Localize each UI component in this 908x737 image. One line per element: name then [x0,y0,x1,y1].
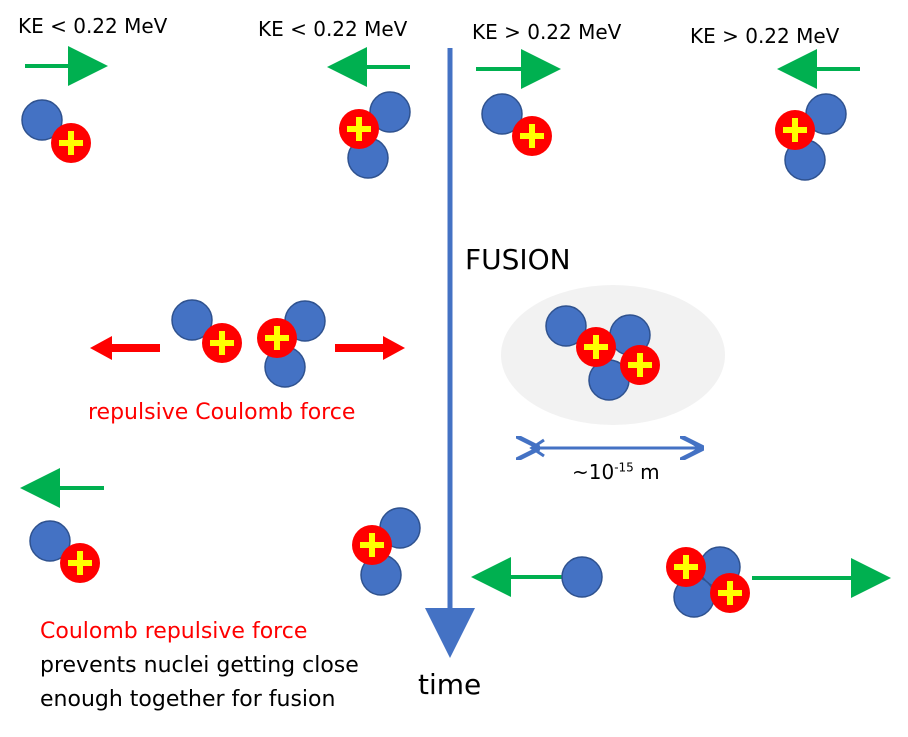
proton-icon [710,573,750,613]
ke-label: KE < 0.22 MeV [18,14,168,38]
neutron-icon [171,299,213,341]
helium-nucleus [666,546,750,618]
proton-icon [775,110,815,150]
triton-nucleus [352,507,421,596]
deuteron-nucleus [171,299,242,363]
proton-icon [620,345,660,385]
scale-arrowhead-right [687,438,703,458]
proton-icon [666,547,706,587]
repulsion-arrowhead [90,336,112,360]
triton-nucleus [775,93,847,181]
scale-unit: m [633,460,660,484]
proton-icon [51,123,91,163]
time-label: time [418,668,482,701]
caption-red: Coulomb repulsive force [40,619,308,644]
proton-icon [576,327,616,367]
fusion-label: FUSION [465,243,571,276]
proton-icon [202,323,242,363]
triton-nucleus [257,300,326,388]
scale-prefix: ~10 [572,460,615,484]
neutron-icon [21,99,63,141]
repulsion-arrowhead [383,336,405,360]
proton-icon [352,525,392,565]
deuteron-nucleus [21,99,91,163]
caption-line: enough together for fusion [40,687,336,712]
ke-label: KE < 0.22 MeV [258,17,408,41]
proton-icon [60,543,100,583]
ke-label: KE > 0.22 MeV [690,24,840,48]
neutron-icon [369,91,411,133]
repulsive-label: repulsive Coulomb force [88,400,356,425]
fused-nucleus [545,305,660,401]
neutron-icon [481,93,523,135]
proton-icon [257,318,297,358]
scale-arrowhead-left [529,438,545,458]
scale-exponent: -15 [614,460,634,475]
deuteron-nucleus [29,520,100,583]
neutron-icon [29,520,71,562]
neutron-icon [561,556,603,598]
neutron-icon [545,305,587,347]
scale-label: ~10-15 m [572,460,660,484]
caption-line: prevents nuclei getting close [40,653,359,678]
proton-icon [339,109,379,149]
proton-icon [512,116,552,156]
ke-label: KE > 0.22 MeV [472,20,622,44]
triton-nucleus [339,91,411,179]
deuteron-nucleus [481,93,552,156]
